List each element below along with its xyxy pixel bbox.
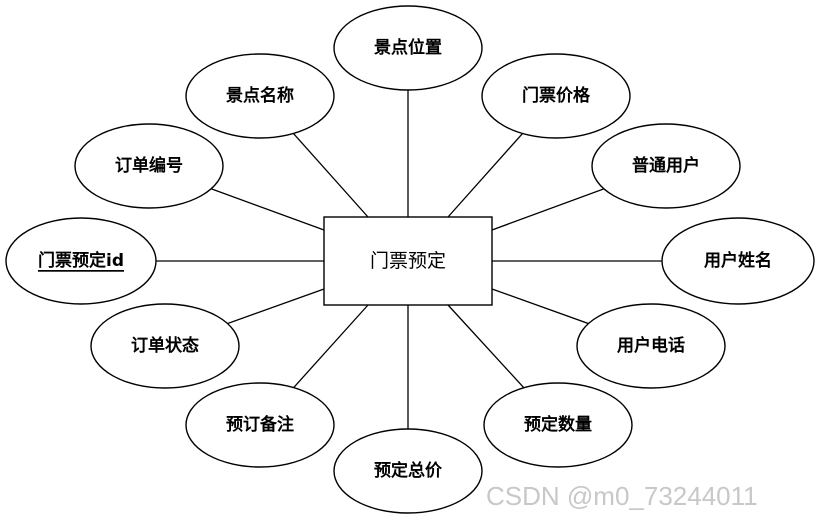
attribute-ellipse	[185, 382, 335, 468]
attribute-ellipse	[591, 123, 741, 209]
watermark: CSDN @m0_73244011	[486, 481, 758, 511]
attribute-node[interactable]: 门票价格	[481, 53, 631, 139]
attribute-label: 普通用户	[632, 155, 700, 176]
attribute-ellipse	[333, 428, 483, 514]
attribute-node[interactable]: 景点名称	[185, 53, 335, 139]
attribute-ellipse	[481, 53, 631, 139]
attribute-node[interactable]: 订单编号	[74, 123, 224, 209]
attribute-ellipse	[74, 123, 224, 209]
attribute-ellipse	[185, 53, 335, 139]
attribute-node[interactable]: 订单状态	[90, 303, 240, 389]
attribute-ellipse	[483, 382, 633, 468]
attribute-ellipse	[576, 303, 726, 389]
attribute-ellipse	[661, 217, 815, 305]
attribute-ellipse	[90, 303, 240, 389]
attribute-node[interactable]: 景点位置	[333, 5, 483, 91]
attribute-label-primary-key: 门票预定id	[38, 250, 124, 271]
attribute-label: 订单编号	[115, 155, 183, 176]
attribute-node[interactable]: 用户姓名	[661, 217, 815, 305]
attribute-label: 景点名称	[226, 85, 294, 106]
attribute-label: 门票价格	[522, 85, 591, 106]
attribute-label: 景点位置	[374, 37, 442, 58]
attribute-label: 预定总价	[374, 460, 443, 481]
entity-label: 门票预定	[370, 250, 446, 272]
attribute-label: 订单状态	[131, 335, 199, 356]
attribute-ellipse	[333, 5, 483, 91]
entity-box[interactable]	[323, 216, 493, 306]
attribute-node[interactable]: 预定数量	[483, 382, 633, 468]
attribute-label: 预订备注	[226, 414, 294, 435]
attribute-node[interactable]: 用户电话	[576, 303, 726, 389]
attribute-node[interactable]: 预订备注	[185, 382, 335, 468]
attribute-node[interactable]: 预定总价	[333, 428, 483, 514]
attribute-ellipse	[5, 217, 157, 305]
attribute-label: 用户电话	[617, 335, 685, 356]
attribute-node[interactable]: 普通用户	[591, 123, 741, 209]
attribute-node[interactable]: 门票预定id	[5, 217, 157, 305]
attribute-label: 预定数量	[524, 414, 592, 435]
attribute-label: 用户姓名	[704, 250, 772, 271]
